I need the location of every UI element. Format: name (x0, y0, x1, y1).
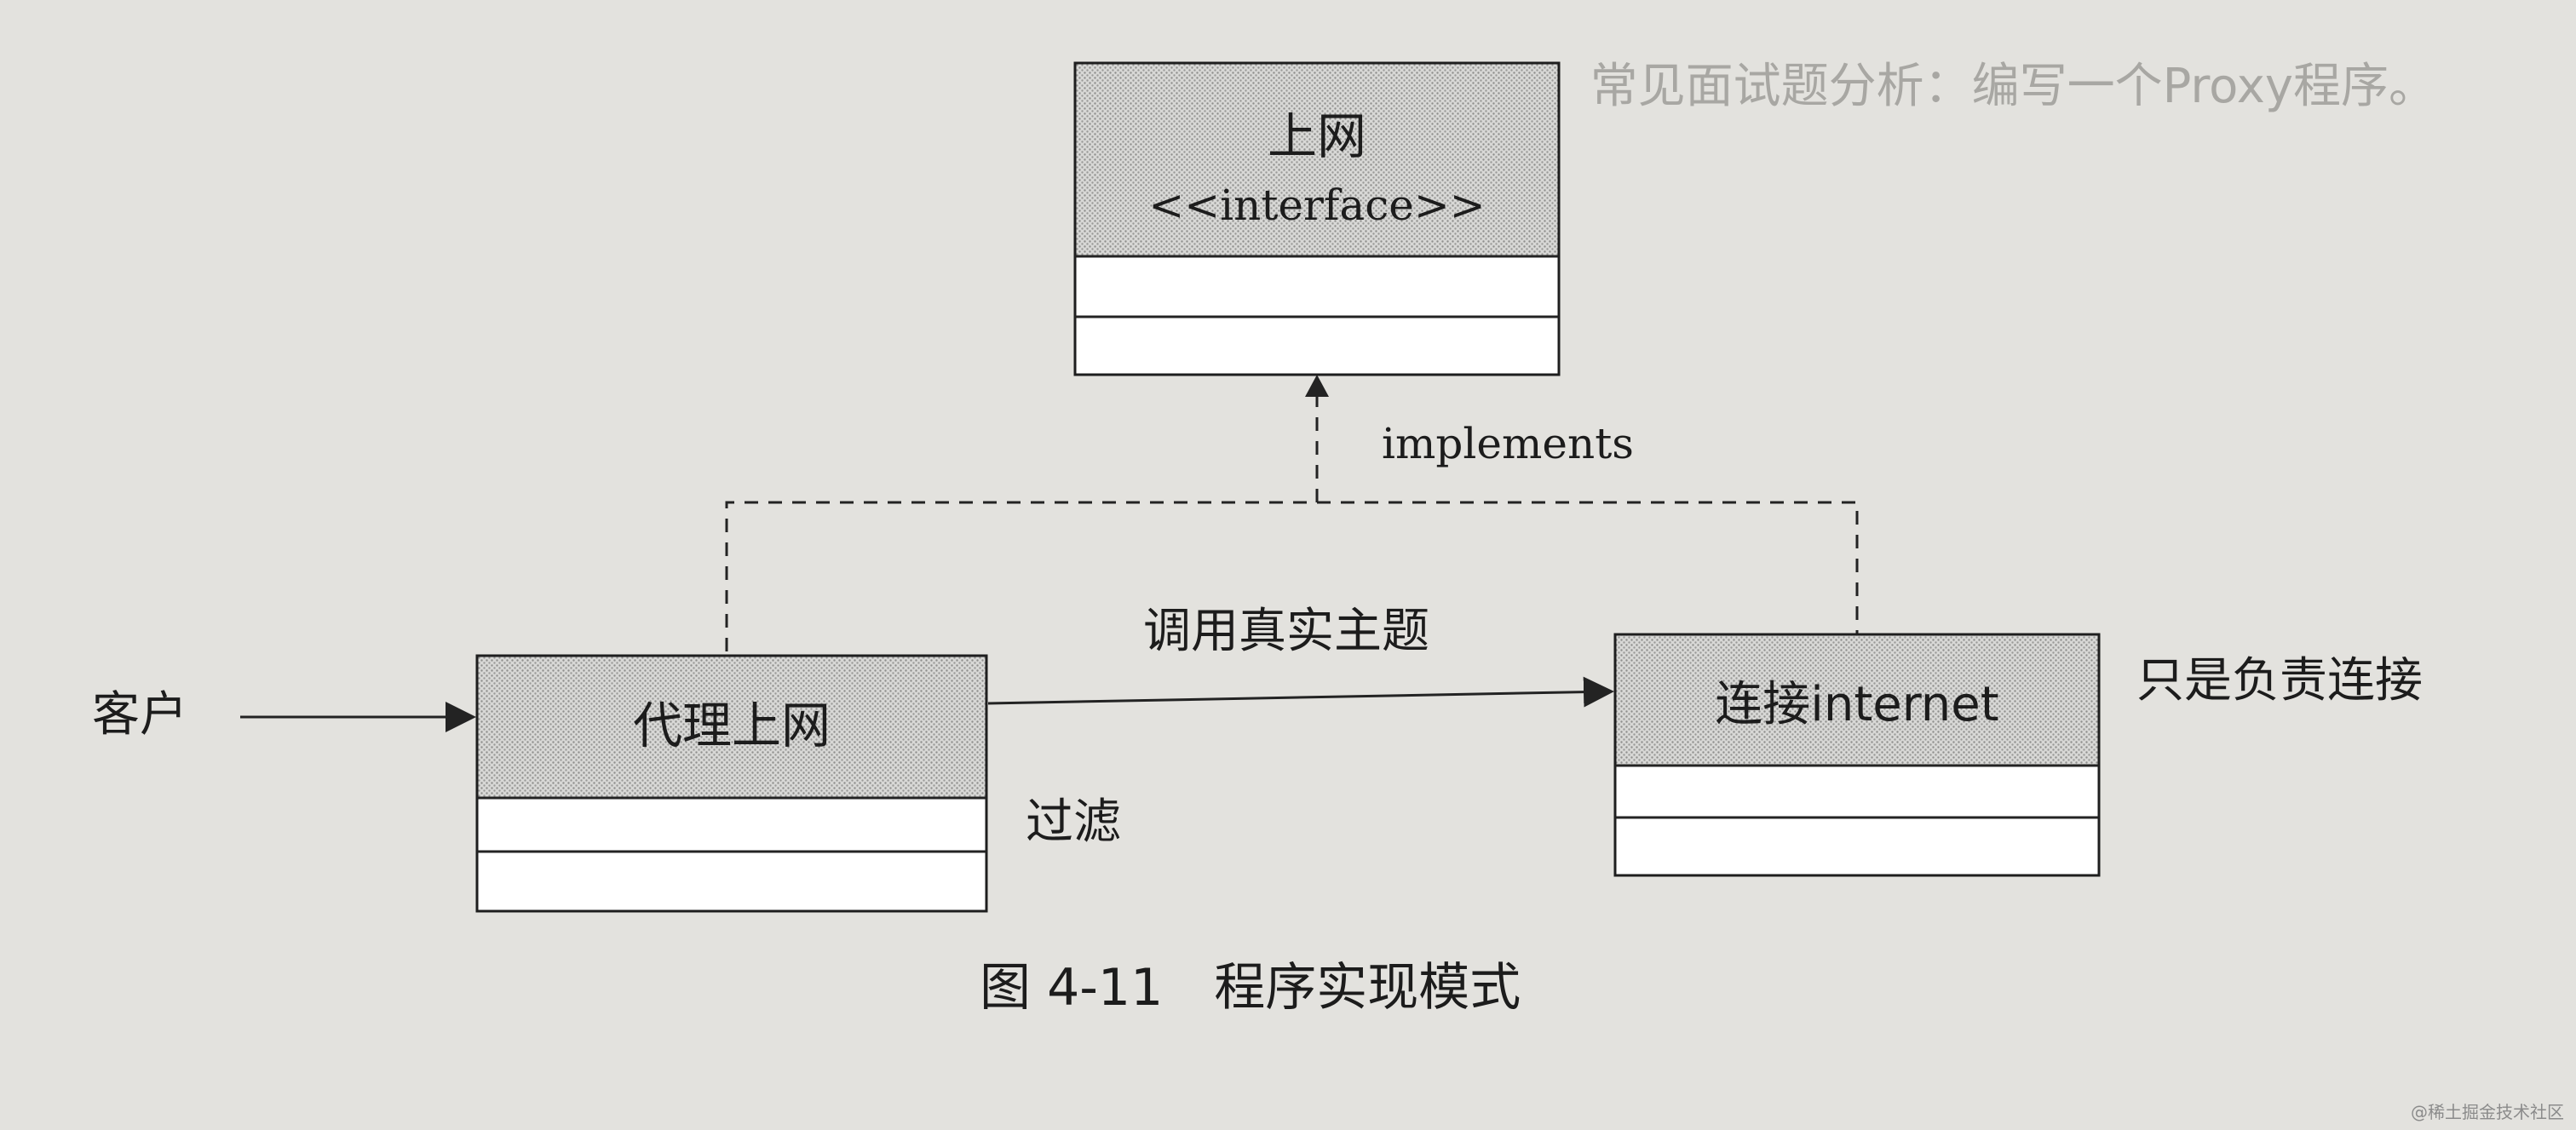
call-label: 调用真实主题 (1143, 604, 1429, 659)
background-top-text: 常见面试题分析：编写一个Proxy程序。 (1590, 59, 2436, 114)
implements-arrowhead (1305, 375, 1329, 397)
implements-label: implements (1382, 419, 1634, 468)
real-subject-note: 只是负责连接 (2136, 653, 2423, 708)
filter-label: 过滤 (1026, 794, 1121, 850)
real-subject-class-box: 连接internet (1613, 633, 2101, 877)
interface-title: 上网 (1268, 107, 1366, 165)
call-connector: 调用真实主题 (987, 604, 1614, 708)
proxy-title: 代理上网 (633, 697, 831, 754)
proxy-class-box: 代理上网 (475, 654, 988, 913)
implements-connector: implements (725, 375, 1859, 656)
real-subject-title: 连接internet (1715, 677, 1998, 732)
figure-caption: 图 4-11 程序实现模式 (980, 958, 1521, 1018)
interface-stereotype: <<interface>> (1148, 181, 1485, 230)
client-label: 客户 (92, 687, 187, 743)
watermark: @稀土掘金技术社区 (2411, 1102, 2564, 1122)
interface-class-box: 上网 <<interface>> (1073, 61, 1561, 376)
client-connector: 客户 (92, 687, 476, 743)
